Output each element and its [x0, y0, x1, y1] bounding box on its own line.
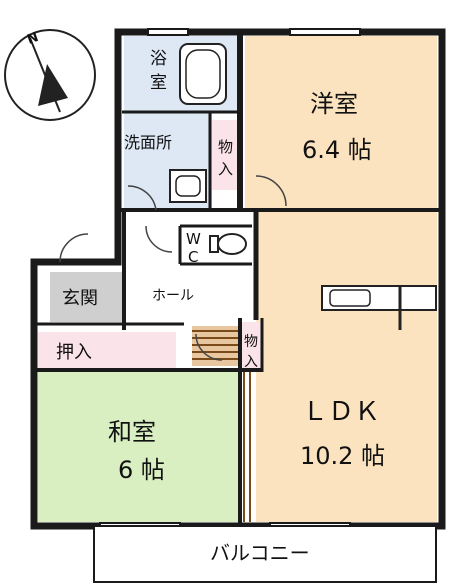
western-room-fill [245, 36, 437, 208]
washbasin-icon [169, 169, 207, 203]
walls [30, 28, 446, 530]
closet-upper-label-2: 入 [218, 160, 233, 178]
storage-label: 押入 [56, 342, 92, 363]
western-room-name: 洋室 [310, 90, 358, 118]
washroom-label: 洗面所 [124, 133, 172, 152]
bath-label-2: 室 [150, 73, 167, 93]
north-arrow-icon: N [4, 29, 96, 121]
ldk-name: ＬＤＫ [302, 397, 380, 427]
bathtub-icon [179, 43, 227, 105]
ldk-size: 10.2 帖 [300, 442, 385, 470]
japanese-room-name: 和室 [108, 418, 156, 446]
door-swings [59, 175, 287, 361]
ldk-fill [256, 212, 437, 522]
balcony-area [93, 525, 437, 583]
japanese-room-fill [38, 372, 240, 522]
bath-label-1: 浴 [150, 49, 167, 69]
closet-upper-label-1: 物 [218, 138, 233, 156]
hall-label: ホール [152, 288, 194, 304]
western-room-size: 6.4 帖 [302, 136, 372, 164]
closet-lower-label-1: 物 [244, 334, 258, 350]
closet-lower-label-2: 入 [244, 354, 258, 370]
svg-text:N: N [25, 30, 40, 48]
storage-fill [38, 332, 176, 370]
closet-lower-fill [240, 322, 262, 372]
toilet-label-2: C [188, 248, 198, 266]
kitchen-counter-icon [321, 285, 437, 330]
toilet-icon [209, 233, 247, 255]
entrance-fill [50, 272, 124, 322]
toilet-label-1: W [186, 230, 201, 248]
entrance-label: 玄関 [62, 288, 98, 309]
japanese-room-size: 6 帖 [118, 456, 165, 484]
balcony-label: バルコニー [210, 541, 310, 565]
